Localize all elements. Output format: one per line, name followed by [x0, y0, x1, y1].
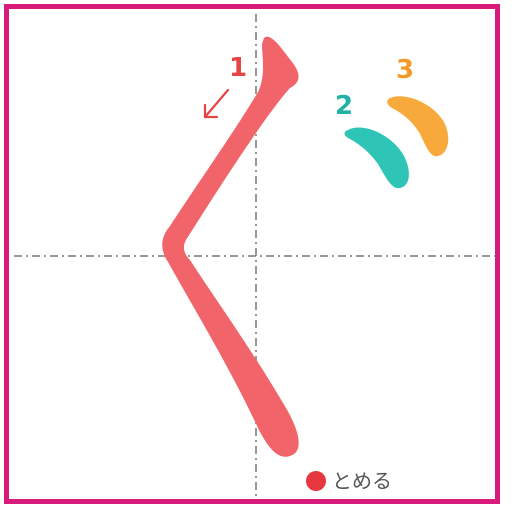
arrow-down-left-icon: [203, 88, 230, 119]
legend-label: とめる: [332, 469, 392, 493]
stroke-2-number: 2: [335, 91, 353, 121]
stroke-3-number: 3: [396, 55, 414, 85]
stroke-1: [162, 36, 299, 457]
practice-frame: [4, 4, 500, 504]
stroke-1-number: 1: [229, 53, 247, 83]
stroke-3: [387, 96, 449, 157]
stop-dot-icon: [306, 471, 326, 491]
stroke-2: [344, 127, 409, 189]
